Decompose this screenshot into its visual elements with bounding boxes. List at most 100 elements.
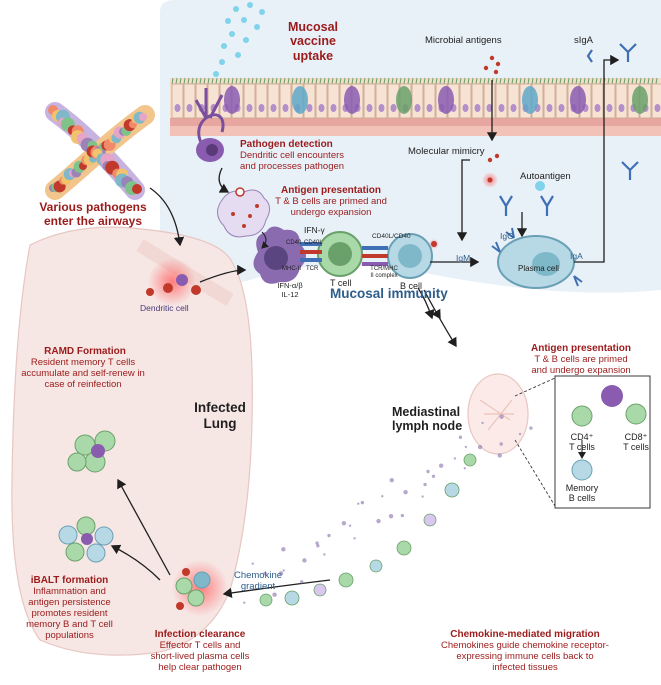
cilia	[187, 77, 190, 85]
cilia	[515, 77, 518, 85]
chemokine-dot	[353, 537, 356, 540]
cilia	[423, 77, 426, 85]
epithelial-cell	[327, 83, 340, 119]
migrating-immune-cell	[369, 559, 383, 573]
memory-b-label: Memory B cells	[565, 483, 599, 504]
synapse-cells	[253, 226, 439, 284]
chemokine-dot	[278, 571, 284, 576]
processing-dendritic-cell	[217, 187, 270, 238]
cilia	[395, 77, 398, 85]
cilia	[263, 77, 266, 85]
epithelial-cell	[171, 83, 184, 119]
cilia	[227, 77, 230, 85]
igm-label: IgM	[456, 253, 471, 263]
cilia	[275, 77, 278, 85]
t-cell-label: T cell	[330, 278, 352, 288]
chemokine-dot	[481, 421, 484, 425]
cilia	[359, 77, 362, 85]
cilia	[475, 77, 478, 85]
epithelial-nucleus	[474, 104, 481, 112]
chemokine-dot	[348, 524, 352, 527]
cilia	[355, 77, 358, 85]
cilia	[287, 77, 290, 85]
epithelial-nucleus	[174, 104, 181, 112]
epithelial-nucleus	[378, 104, 385, 112]
cilia	[179, 77, 182, 85]
cilia	[383, 77, 386, 85]
epithelial-cell	[423, 83, 436, 119]
cilia	[367, 77, 370, 85]
specialized-epithelial-cell	[396, 86, 412, 114]
cilia	[599, 77, 602, 85]
cilia	[415, 77, 418, 85]
ramd-text: Resident memory T cells accumulate and s…	[21, 357, 145, 390]
cilia	[559, 77, 562, 85]
cilia	[655, 77, 658, 85]
pathogen	[132, 184, 142, 194]
cilia	[387, 77, 390, 85]
chemokine-dot	[431, 474, 436, 478]
epithelial-nucleus	[654, 104, 661, 112]
infection-clearance-title: Infection clearance	[154, 629, 246, 640]
plasma-cell-label: Plasma cell	[518, 264, 559, 273]
cilia	[631, 77, 634, 85]
siga-label: sIgA	[574, 35, 594, 46]
chemokine-dot	[477, 444, 483, 450]
epithelial-cell	[315, 83, 328, 119]
epithelial-nucleus	[282, 104, 289, 112]
antibodies	[499, 43, 639, 216]
epithelial-cell	[591, 83, 604, 119]
cilia	[295, 77, 298, 85]
cilia	[191, 77, 194, 85]
cilia	[567, 77, 570, 85]
ramd-title: RAMD Formation	[44, 346, 126, 357]
cilia	[579, 77, 582, 85]
migrating-immune-cell	[423, 513, 437, 527]
cilia	[623, 77, 626, 85]
antigen-presentation-ln-text: T & B cells are primed and undergo expan…	[531, 354, 631, 376]
antigen-presentation-top-text: T & B cells are primed and undergo expan…	[275, 196, 387, 218]
epithelial-cell	[375, 83, 388, 119]
chemokine-dot	[499, 414, 504, 419]
cilia	[363, 77, 366, 85]
chemokine-dot	[360, 500, 365, 505]
epithelial-cell	[495, 83, 508, 119]
cilia	[587, 77, 590, 85]
cilia	[615, 77, 618, 85]
cilia	[411, 77, 414, 85]
epithelial-nucleus	[426, 104, 433, 112]
cd40l-cd40-label: CD40L/CD40	[372, 233, 411, 240]
epithelial-cell	[255, 83, 268, 119]
cilia	[323, 77, 326, 85]
epithelial-nucleus	[594, 104, 601, 112]
cilia	[635, 77, 638, 85]
epithelial-nucleus	[306, 104, 313, 112]
epithelial-cell	[615, 83, 628, 119]
cilia	[459, 77, 462, 85]
dendritic-cell-label: Dendritic cell	[140, 303, 189, 313]
cilia	[607, 77, 610, 85]
ifn-ab-label: IFN-α/β IL-12	[277, 281, 303, 299]
cilia	[495, 77, 498, 85]
cilia	[239, 77, 242, 85]
chemokine-dot	[315, 541, 319, 545]
cilia	[443, 77, 446, 85]
inset-cells	[571, 385, 647, 481]
chemokine-dot	[302, 558, 307, 563]
cilia	[391, 77, 394, 85]
vaccine-droplets	[213, 2, 265, 77]
migrating-immune-cell	[396, 540, 412, 556]
cilia	[583, 77, 586, 85]
igg-label: IgG	[500, 231, 514, 241]
cilia	[283, 77, 286, 85]
lung-arrows	[110, 187, 331, 599]
cilia	[531, 77, 534, 85]
cilia	[619, 77, 622, 85]
cilia	[371, 77, 374, 85]
cilia	[439, 77, 442, 85]
chemokine-dot	[438, 463, 444, 468]
cilia	[303, 77, 306, 85]
cd40l-label: CD40L	[304, 240, 323, 246]
